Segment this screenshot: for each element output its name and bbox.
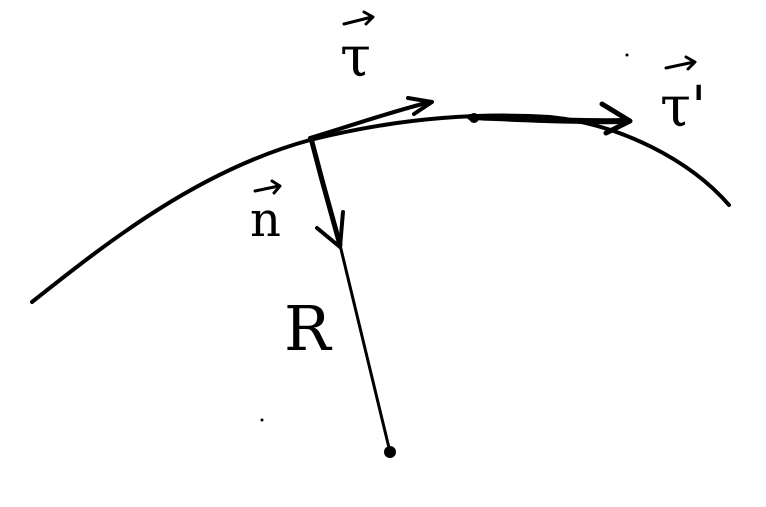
normal-vector-n <box>309 139 343 248</box>
label-tau-group: τ <box>340 10 375 90</box>
trajectory-curve <box>30 113 731 304</box>
vector-arrow-icon <box>342 10 375 26</box>
vector-arrow-icon <box>664 55 697 71</box>
tangent-vector-tau-prime <box>467 114 631 125</box>
tangent-vector-tau <box>308 100 432 140</box>
label-normal-group: n <box>250 179 282 248</box>
radius-line <box>338 243 392 454</box>
ink-speck <box>260 418 264 422</box>
center-point-icon <box>384 446 396 458</box>
ink-speck <box>625 53 629 57</box>
label-tau-prime: τ' <box>660 75 706 140</box>
label-radius: R <box>284 292 333 365</box>
label-tau: τ <box>340 25 371 90</box>
label-tau-prime-group: τ' <box>660 55 706 140</box>
vector-arrow-icon <box>253 179 282 195</box>
tangent-vector-tau-arrowhead <box>406 96 434 116</box>
tangent-vector-tau-prime-arrowhead <box>599 101 633 136</box>
label-normal: n <box>250 192 281 248</box>
